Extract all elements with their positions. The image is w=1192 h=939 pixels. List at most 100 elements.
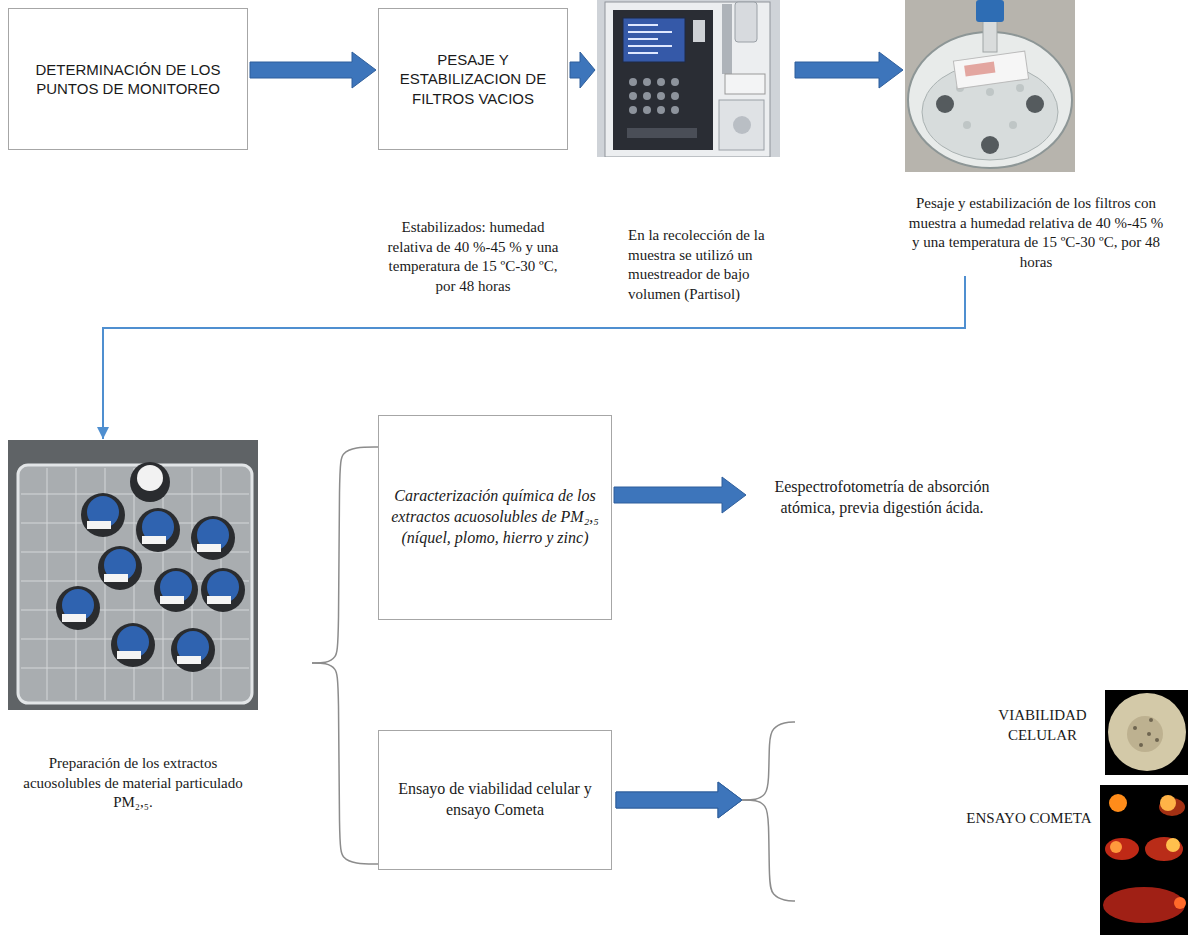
graphic-part — [629, 92, 637, 100]
graphic-part — [1174, 897, 1186, 909]
graphic-part — [953, 51, 1028, 89]
graphic-part — [693, 20, 705, 42]
graphic-part — [56, 586, 100, 630]
block-arrow — [614, 477, 746, 513]
graphic-part — [1108, 693, 1186, 771]
graphic-part — [136, 508, 180, 552]
graphic-part — [1155, 738, 1159, 742]
photo-caption: Preparación de los extractos acuosoluble… — [13, 754, 253, 813]
graphic-part — [18, 465, 252, 703]
graphic-part — [628, 38, 658, 40]
photo-step: Preparación de los extractos acuosoluble… — [8, 440, 312, 815]
graphic-part — [628, 45, 672, 47]
photo-illustration — [905, 0, 1075, 172]
photo-caption: ENSAYO COMETA — [961, 809, 1097, 829]
graphic-part — [613, 10, 713, 150]
graphic-part — [735, 2, 757, 42]
block-arrow — [795, 52, 903, 88]
graphic-part — [643, 92, 651, 100]
graphic-part — [643, 106, 651, 114]
graphic-part — [1145, 837, 1183, 861]
photo-illustration — [8, 440, 258, 710]
bracket-line — [742, 800, 795, 901]
graphic-part — [1133, 726, 1137, 730]
graphic-part — [177, 656, 201, 664]
graphic-part — [657, 106, 665, 114]
connector — [312, 663, 378, 864]
graphic-part — [1139, 743, 1143, 747]
graphic-part — [1100, 785, 1188, 935]
graphic-part — [160, 571, 192, 603]
graphic-part — [986, 88, 994, 96]
graphic-part — [1009, 121, 1017, 129]
graphic-part — [111, 623, 155, 667]
graphic-part — [201, 568, 245, 612]
graphic-part — [976, 0, 1004, 22]
bracket-line — [742, 722, 795, 800]
graphic-part — [160, 596, 184, 604]
graphic-part — [87, 496, 119, 528]
graphic-part — [981, 136, 999, 154]
result-photo: ENSAYO COMETA — [795, 785, 1188, 935]
photo-illustration — [1100, 785, 1188, 935]
graphic-part — [191, 516, 235, 560]
graphic-part — [8, 440, 258, 710]
node-text: Eespectrofotometría de absorción atómica… — [748, 477, 1016, 519]
graphic-part — [62, 614, 86, 622]
photo-caption: Pesaje y estabilización de los filtros c… — [907, 194, 1165, 272]
connector — [312, 447, 378, 663]
graphic-part — [62, 589, 94, 621]
process-box: Caracterización química de los extractos… — [378, 415, 612, 620]
graphic-part — [76, 468, 77, 700]
graphic-part — [207, 571, 239, 603]
graphic-part — [1127, 716, 1163, 752]
graphic-part — [629, 78, 637, 86]
connector — [616, 722, 795, 818]
bracket-line — [312, 447, 378, 663]
graphic-part — [628, 52, 658, 54]
graphic-part — [1105, 838, 1139, 860]
graphic-part — [671, 78, 679, 86]
block-arrow — [616, 782, 742, 818]
caption-block: Pesaje y estabilización de los filtros c… — [907, 194, 1165, 272]
block-arrow — [250, 52, 376, 88]
graphic-part — [197, 544, 221, 552]
graphic-part — [1147, 732, 1151, 736]
connector — [614, 477, 746, 513]
node-text: Ensayo de viabilidad celular y ensayo Co… — [389, 779, 601, 821]
graphic-part — [207, 596, 231, 604]
graphic-part — [725, 74, 765, 94]
graphic-part — [117, 651, 141, 659]
graphic-part — [171, 628, 215, 672]
node-text: PESAJE Y ESTABILIZACION DE FILTROS VACIO… — [389, 50, 557, 109]
graphic-part — [137, 465, 163, 491]
graphic-part — [627, 128, 697, 138]
caption-block: ENSAYO COMETA — [961, 809, 1097, 829]
graphic-part — [719, 100, 764, 150]
connector — [795, 52, 903, 88]
connector — [616, 782, 795, 901]
photo-caption: VIABILIDAD CELULAR — [985, 706, 1100, 745]
graphic-part — [643, 78, 651, 86]
graphic-part — [628, 24, 658, 26]
graphic-part — [629, 106, 637, 114]
graphic-part — [733, 116, 751, 134]
process-box: PESAJE Y ESTABILIZACION DE FILTROS VACIO… — [378, 8, 568, 150]
graphic-part — [104, 574, 128, 582]
graphic-part — [605, 2, 770, 157]
caption-block: En la recolección de la muestra se utili… — [628, 226, 793, 304]
result-photo: VIABILIDAD CELULAR — [795, 688, 1188, 778]
bracket-line — [312, 663, 378, 864]
graphic-part — [964, 62, 995, 77]
graphic-part — [671, 92, 679, 100]
graphic-part — [963, 121, 971, 129]
photo-illustration — [597, 0, 780, 157]
graphic-part — [117, 626, 149, 658]
graphic-part — [905, 0, 1075, 172]
method-text: Eespectrofotometría de absorción atómica… — [748, 470, 1016, 526]
graphic-part — [671, 106, 679, 114]
graphic-part — [597, 0, 780, 157]
photo-illustration — [1105, 690, 1188, 775]
graphic-part — [1160, 795, 1176, 811]
